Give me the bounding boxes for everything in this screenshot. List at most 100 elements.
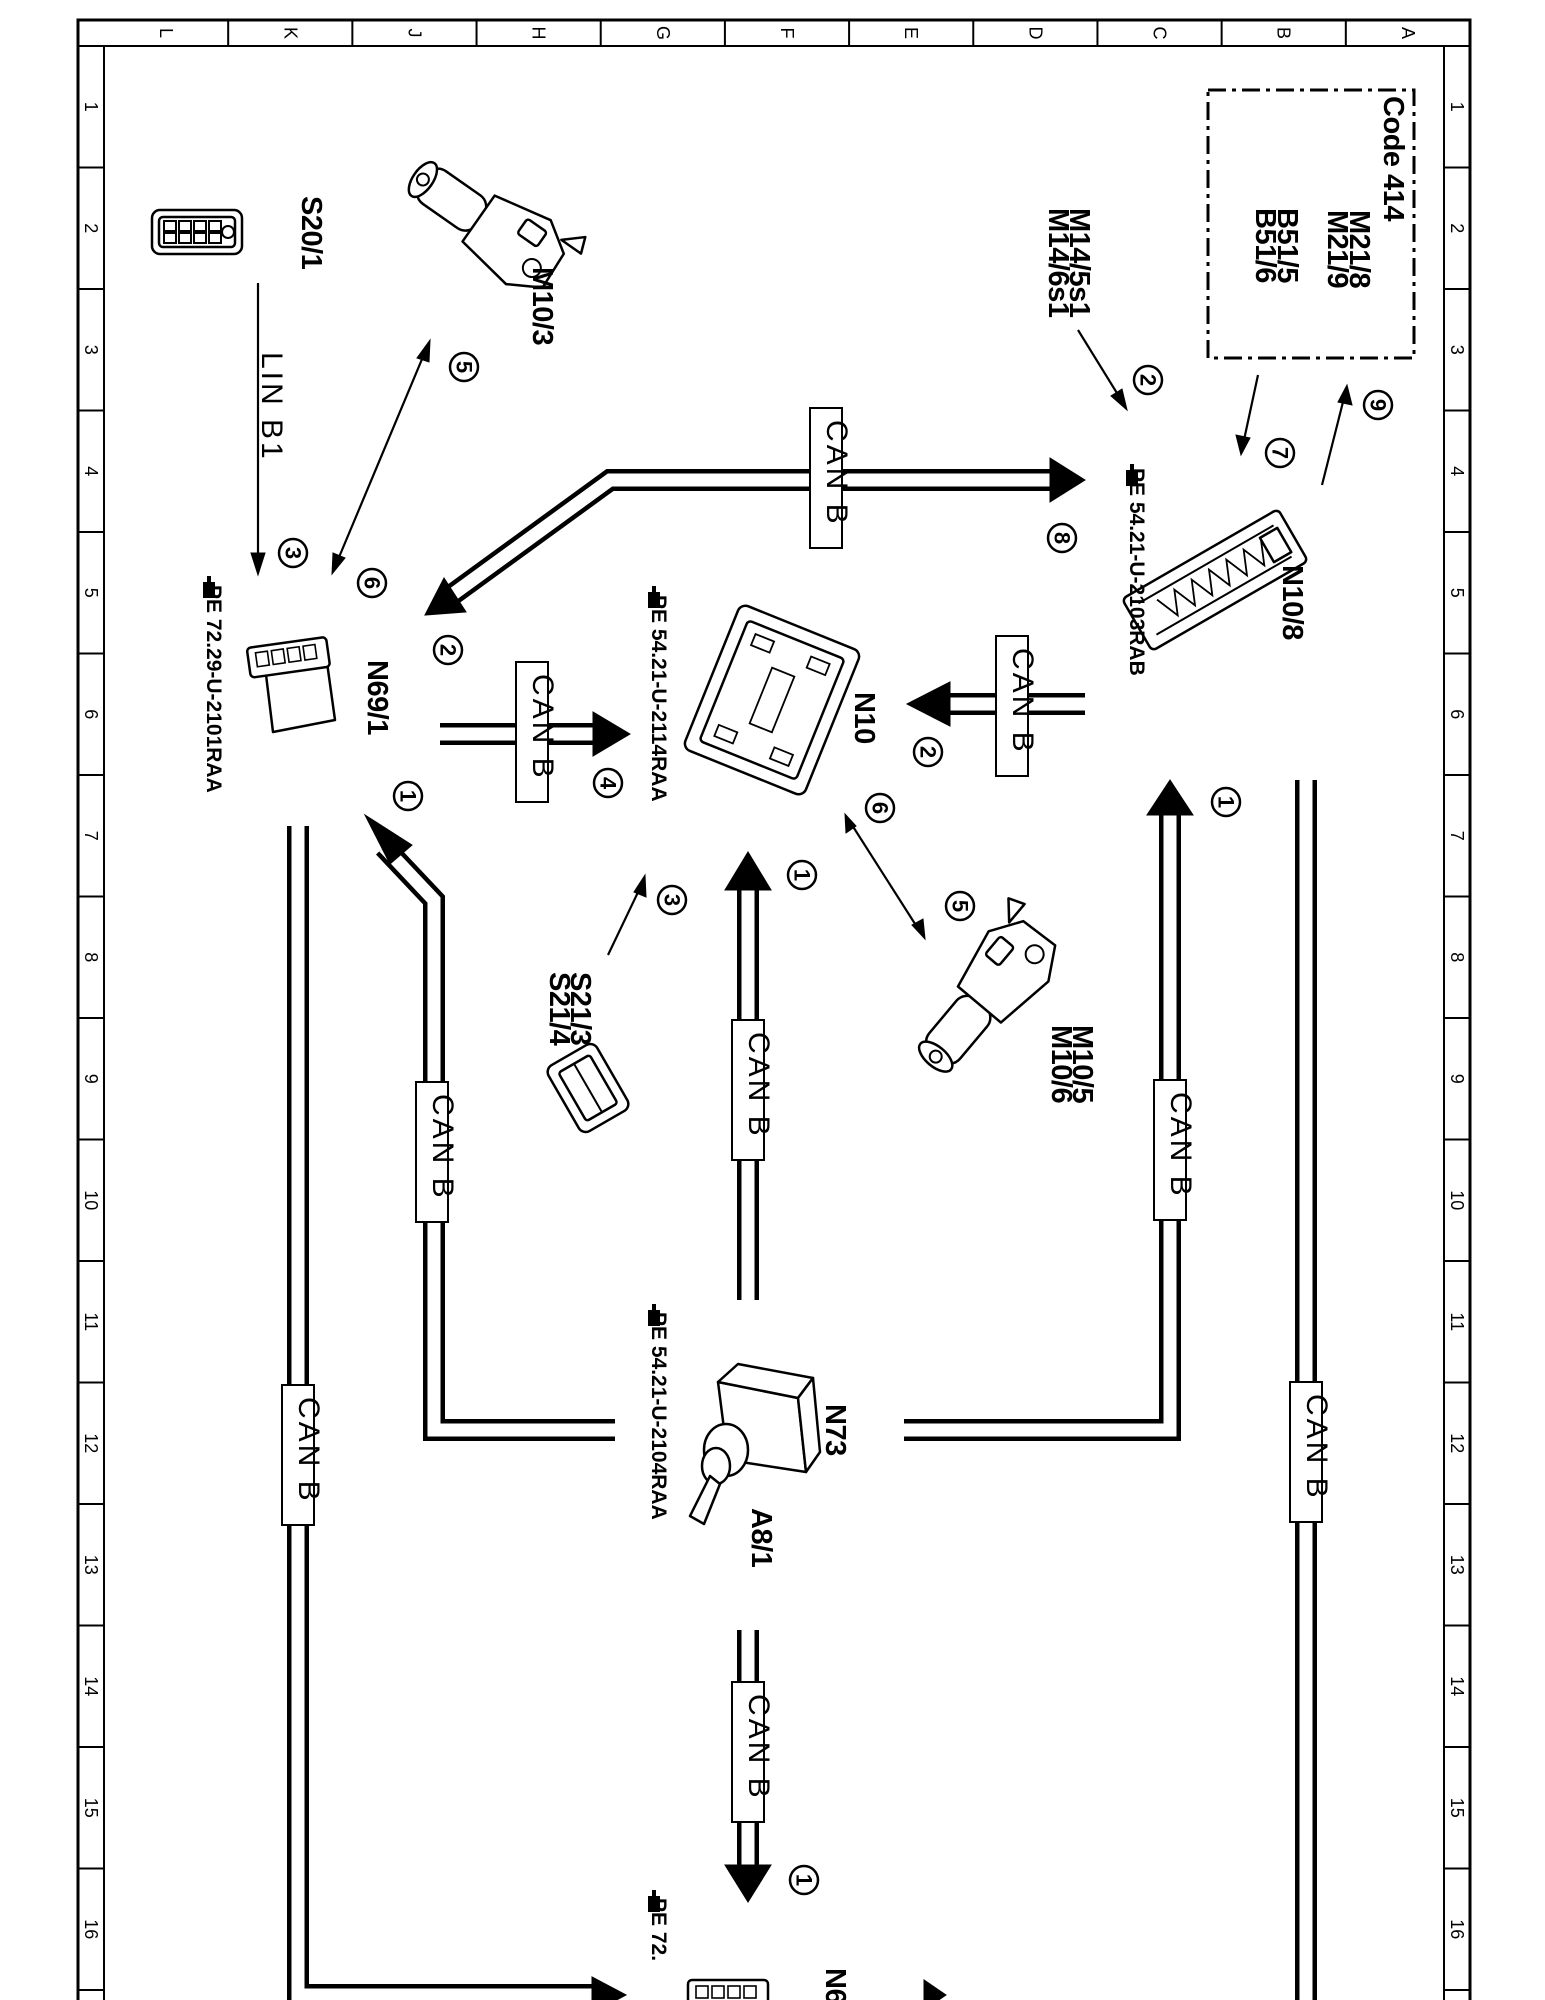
s21-label: S21/4 — [543, 972, 575, 1046]
pointing-hand-icon — [648, 1304, 660, 1326]
row-number: 10 — [1447, 1190, 1467, 1210]
row-number: 15 — [1447, 1798, 1467, 1818]
can-label-text: CAN B — [742, 1694, 775, 1801]
can-labels: CAN B CAN B CAN B CAN B CAN B CAN B CAN … — [281, 407, 1333, 1823]
marker-circle: 7 — [1264, 437, 1296, 469]
row-number: 4 — [81, 466, 101, 476]
row-number: 16 — [1447, 1919, 1467, 1939]
s21-label: S21/3 — [564, 972, 596, 1046]
column-letter: E — [901, 27, 921, 39]
row-number: 11 — [81, 1312, 101, 1331]
marker-number: 6 — [868, 802, 893, 814]
marker-circle: 1 — [788, 1864, 820, 1896]
column-letter: F — [777, 28, 797, 39]
n69-1-module — [245, 636, 337, 734]
marker-number: 1 — [790, 869, 815, 881]
can-label: CAN B — [1153, 1079, 1197, 1221]
row-number: 8 — [1447, 952, 1467, 962]
n10-8-label: N10/8 — [1276, 565, 1308, 640]
n73-label: N73 — [819, 1404, 851, 1456]
marker-number: 8 — [1050, 532, 1075, 544]
row-number: 8 — [81, 952, 101, 962]
marker-number: 3 — [660, 894, 685, 906]
row-number: 4 — [1447, 466, 1467, 476]
m10-3-motor — [407, 160, 587, 289]
marker-circle: 9 — [1362, 389, 1394, 421]
can-label: CAN B — [1289, 1381, 1333, 1523]
row-number: 15 — [81, 1798, 101, 1818]
marker-circle: 2 — [1132, 364, 1164, 396]
marker-number: 9 — [1366, 399, 1391, 411]
can-label-text: CAN B — [292, 1397, 325, 1504]
row-number: 6 — [81, 709, 101, 719]
row-number: 16 — [81, 1919, 101, 1939]
n73-ignition-switch — [688, 1362, 822, 1526]
marker-circle: 4 — [592, 767, 624, 799]
column-letter: H — [529, 27, 549, 40]
n10-module — [683, 604, 861, 796]
lin-label: LIN B1 — [255, 352, 288, 462]
row-number: 13 — [81, 1555, 101, 1575]
marker-circle: 2 — [432, 634, 464, 666]
row-number: 2 — [1447, 223, 1467, 233]
bottom-partial-module — [686, 1978, 770, 2000]
column-letter: J — [404, 29, 424, 38]
row-number: 11 — [1447, 1312, 1467, 1331]
s20-1-switch-panel — [150, 208, 244, 256]
marker-number: 7 — [1268, 447, 1293, 459]
marker-circle: 6 — [356, 567, 388, 599]
a8-1-label: A8/1 — [745, 1508, 777, 1568]
can-label-text: CAN B — [742, 1032, 775, 1139]
code-box-item: B51/6 — [1249, 208, 1281, 283]
row-number: 10 — [81, 1190, 101, 1210]
m10-3-label: M10/3 — [526, 267, 558, 345]
marker-number: 2 — [1136, 374, 1161, 386]
s20-1-label: S20/1 — [295, 196, 327, 270]
bottom-partial-label: N6 — [819, 1968, 851, 2000]
marker-number: 5 — [948, 900, 973, 912]
marker-circle: 1 — [392, 780, 424, 812]
row-number: 14 — [1447, 1676, 1467, 1696]
m10-5-motor — [917, 897, 1057, 1073]
code-box-item: B51/5 — [1271, 208, 1303, 283]
can-label-text: CAN B — [426, 1094, 459, 1201]
n69-1-pe-ref: PE 72.29-U-2101RAA — [202, 585, 225, 793]
column-letter: C — [1150, 27, 1170, 40]
row-number: 1 — [1447, 102, 1467, 112]
s21-switch — [546, 1042, 630, 1134]
marker-number: 6 — [360, 577, 385, 589]
row-number: 9 — [1447, 1074, 1467, 1084]
marker-circle: 5 — [448, 351, 480, 383]
n10-8-pe-ref: PE 54.21-U-2103RAB — [1125, 468, 1148, 676]
code-box-item: M21/8 — [1343, 210, 1375, 288]
marker-number: 3 — [281, 547, 306, 559]
marker-number: 1 — [792, 1874, 817, 1886]
m10-5-label: M10/5 — [1066, 1025, 1098, 1103]
n10-8-module — [1122, 509, 1308, 651]
column-letter: K — [280, 27, 300, 39]
pointing-hand-icon — [203, 576, 215, 598]
row-number: 7 — [1447, 831, 1467, 841]
m10-5-label: M10/6 — [1045, 1025, 1077, 1103]
pointing-hand-icon — [648, 586, 660, 608]
marker-circle: 5 — [944, 890, 976, 922]
marker-circle: 3 — [277, 537, 309, 569]
n73-pe-ref: PE 54.21-U-2104RAA — [647, 1312, 670, 1520]
marker-circle: 3 — [656, 884, 688, 916]
row-number: 5 — [81, 588, 101, 598]
row-number: 2 — [81, 223, 101, 233]
can-label: CAN B — [731, 1681, 775, 1823]
marker-number: 2 — [916, 746, 941, 758]
m14-label: M14/5s1 — [1063, 208, 1095, 318]
row-number: 3 — [81, 345, 101, 355]
marker-circle: 1 — [786, 859, 818, 891]
m14-label: M14/6s1 — [1042, 208, 1074, 318]
row-number: 6 — [1447, 709, 1467, 719]
n10-label: N10 — [848, 692, 880, 744]
marker-number: 1 — [1214, 796, 1239, 808]
bottom-partial-pe-ref: PE 72. — [647, 1898, 670, 1961]
can-label: CAN B — [995, 635, 1039, 777]
marker-number: 1 — [396, 790, 421, 802]
